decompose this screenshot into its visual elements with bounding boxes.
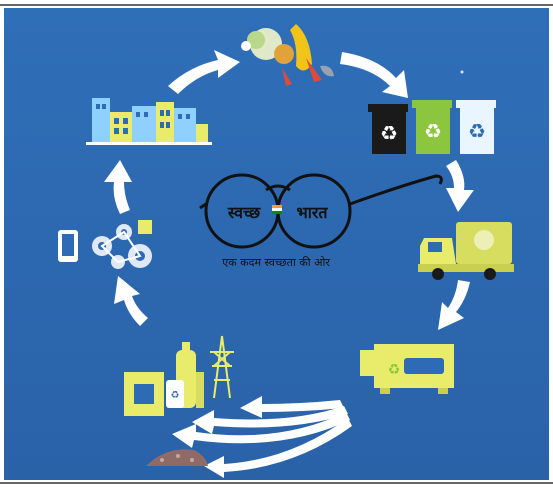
logo-left-word: स्वच्छ bbox=[227, 203, 261, 222]
svg-text:♻: ♻ bbox=[424, 119, 442, 143]
svg-text:♻: ♻ bbox=[171, 390, 180, 401]
logo-tagline: एक कदम स्वच्छता की ओर bbox=[222, 256, 330, 269]
recycle-bins-icon: ♻ ♻ ♻ bbox=[368, 100, 496, 154]
logo-right-word: भारत bbox=[296, 203, 328, 222]
svg-text:♻: ♻ bbox=[388, 362, 401, 378]
svg-text:♻: ♻ bbox=[380, 121, 398, 145]
svg-text:♻: ♻ bbox=[468, 119, 486, 143]
recycling-machine-icon: ♻ bbox=[360, 344, 454, 394]
